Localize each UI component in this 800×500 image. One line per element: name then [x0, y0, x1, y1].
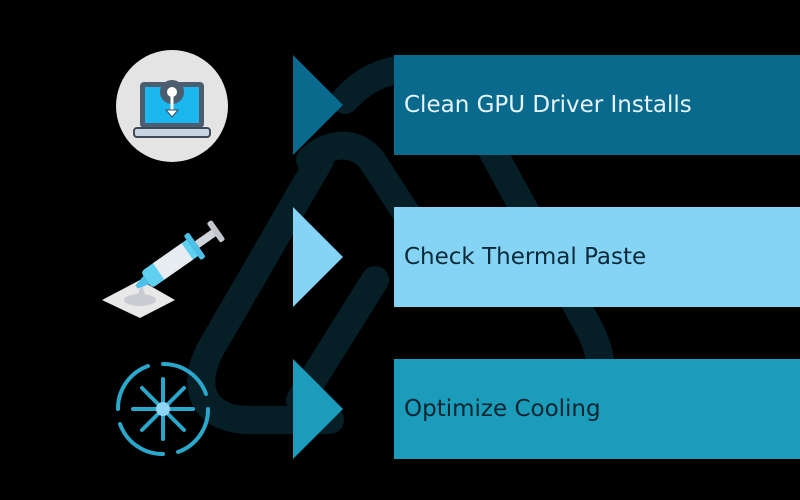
snowflake-cycle-icon — [108, 354, 218, 468]
laptop-gear-download-icon — [116, 50, 228, 166]
step-label: Optimize Cooling — [404, 396, 601, 422]
step-label: Clean GPU Driver Installs — [404, 92, 692, 118]
step-bar-check-thermal-paste: Check Thermal Paste — [394, 207, 800, 307]
step-arrow-3 — [293, 359, 343, 459]
step-bar-clean-gpu-driver-installs: Clean GPU Driver Installs — [394, 55, 800, 155]
step-label: Check Thermal Paste — [404, 244, 647, 270]
step-arrow-1 — [293, 55, 343, 155]
step-bar-optimize-cooling: Optimize Cooling — [394, 359, 800, 459]
thermal-paste-syringe-icon — [100, 200, 230, 329]
step-arrow-2 — [293, 207, 343, 307]
